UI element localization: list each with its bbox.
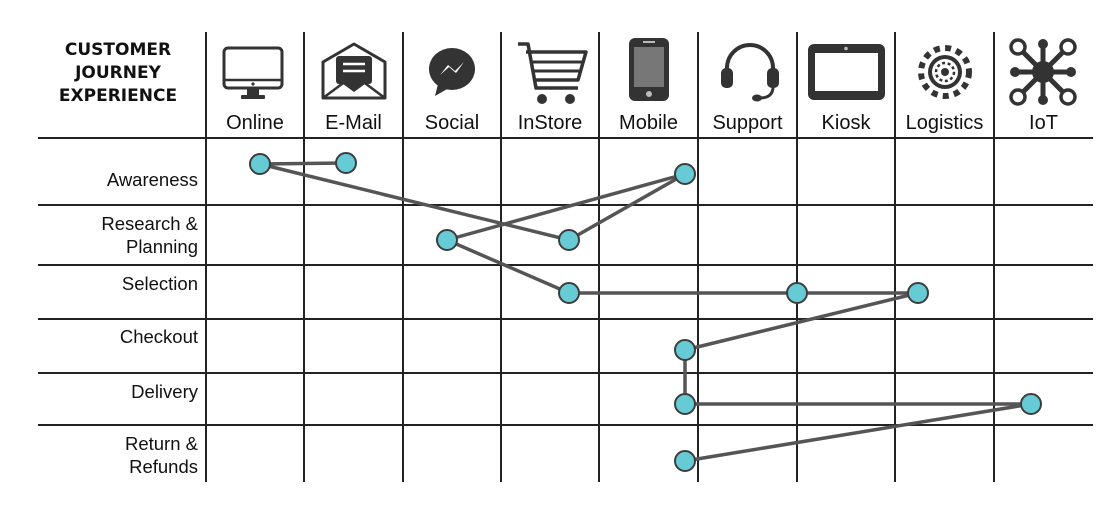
- diagram-title-line: CUSTOMER: [64, 40, 172, 60]
- journey-node: [558, 229, 580, 251]
- journey-node: [436, 229, 458, 251]
- stage-label-refunds: Refunds: [129, 456, 198, 477]
- stage-label-planning: Planning: [125, 236, 198, 257]
- smartphone-icon: [629, 38, 669, 101]
- stage-label-awareness: Awareness: [106, 169, 198, 190]
- channel-label-mobile: Mobile: [619, 112, 678, 134]
- journey-node: [558, 282, 580, 304]
- envelope-icon: [321, 42, 387, 100]
- journey-path-segment: [446, 172, 686, 242]
- journey-node: [249, 153, 271, 175]
- journey-path-segment: [684, 402, 1032, 463]
- channel-label-iot: IoT: [1029, 112, 1058, 134]
- channel-label-support: Support: [712, 112, 783, 134]
- tablet-icon: [808, 44, 885, 100]
- headset-icon: [721, 43, 779, 102]
- network-hub-icon: [1009, 38, 1077, 106]
- channel-label-logistics: Logistics: [905, 112, 984, 134]
- stage-label-selection: Selection: [121, 273, 198, 294]
- journey-path-segment: [446, 238, 570, 295]
- journey-nodes: [249, 152, 1042, 472]
- journey-path-segment: [684, 291, 919, 352]
- journey-node: [1020, 393, 1042, 415]
- channel-label-kiosk: Kiosk: [821, 112, 871, 134]
- channel-label-online: Online: [226, 112, 284, 134]
- stage-label-return: Return &: [124, 433, 198, 454]
- journey-path-segment: [568, 172, 686, 242]
- diagram-title-line: JOURNEY: [75, 63, 161, 83]
- monitor-icon: [222, 46, 284, 99]
- journey-node: [674, 163, 696, 185]
- journey-node: [674, 393, 696, 415]
- stage-label-research: Research &: [101, 213, 198, 234]
- journey-node: [907, 282, 929, 304]
- journey-node: [335, 152, 357, 174]
- gear-icon: [918, 45, 972, 99]
- journey-node: [786, 282, 808, 304]
- channel-label-email: E-Mail: [325, 112, 382, 134]
- channel-label-instore: InStore: [517, 112, 583, 134]
- stage-label-delivery: Delivery: [131, 381, 198, 402]
- channel-label-social: Social: [424, 112, 480, 134]
- journey-path: [259, 161, 1032, 463]
- shopping-cart-icon: [518, 42, 588, 104]
- stage-label-checkout: Checkout: [119, 326, 198, 347]
- messenger-icon: [429, 48, 475, 96]
- journey-path-segment: [259, 162, 570, 242]
- journey-path-segment: [259, 161, 347, 166]
- journey-node: [674, 450, 696, 472]
- journey-node: [674, 339, 696, 361]
- diagram-title-line: EXPERIENCE: [58, 86, 178, 106]
- grid-lines: [38, 32, 1093, 482]
